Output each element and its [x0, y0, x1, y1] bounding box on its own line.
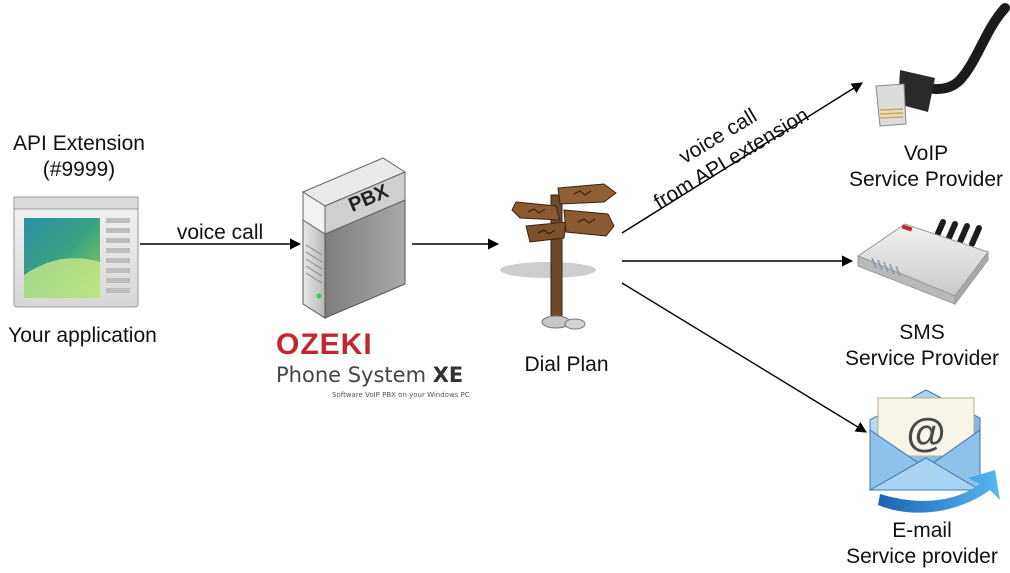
- network-cable-icon: [875, 3, 1010, 127]
- ozeki-product-prefix: Phone System: [276, 363, 433, 387]
- dial-plan-label: Dial Plan: [524, 353, 609, 376]
- ozeki-brand: OZEKI: [276, 328, 373, 361]
- voip-provider-line2: Service Provider: [848, 168, 1004, 191]
- application-window-icon: [13, 196, 139, 308]
- ozeki-product-suffix: XE: [432, 363, 464, 387]
- api-extension-label: API Extension (#9999): [4, 131, 154, 183]
- signpost-icon: [500, 183, 617, 330]
- api-extension-line1: API Extension: [13, 132, 145, 155]
- pbx-server-icon: PBX: [301, 157, 407, 319]
- email-provider-label: E-mail Service provider: [832, 518, 1010, 570]
- ozeki-product-name: Phone System XE: [276, 362, 496, 388]
- voip-provider-label: VoIP Service Provider: [836, 141, 1010, 193]
- email-envelope-icon: @: [868, 389, 1000, 513]
- arrow-to-email: [621, 282, 867, 433]
- sms-provider-label: SMS Service Provider: [832, 320, 1010, 372]
- sms-provider-line2: Service Provider: [844, 347, 1000, 370]
- voice-call-label: voice call: [176, 221, 264, 244]
- arrow-to-voip: [621, 82, 863, 234]
- your-application-label: Your application: [8, 324, 157, 347]
- email-provider-line1: E-mail: [892, 519, 952, 542]
- sms-provider-line1: SMS: [899, 321, 945, 344]
- gsm-gateway-icon: [856, 219, 989, 306]
- ozeki-tagline: Software VoIP PBX on your Windows PC: [332, 391, 470, 399]
- email-provider-line2: Service provider: [846, 545, 998, 568]
- ozeki-logo: OZEKI Phone System XE Software VoIP PBX …: [276, 328, 496, 400]
- svg-text:@: @: [906, 411, 945, 455]
- api-extension-line2: (#9999): [42, 158, 116, 181]
- voip-provider-line1: VoIP: [903, 142, 949, 165]
